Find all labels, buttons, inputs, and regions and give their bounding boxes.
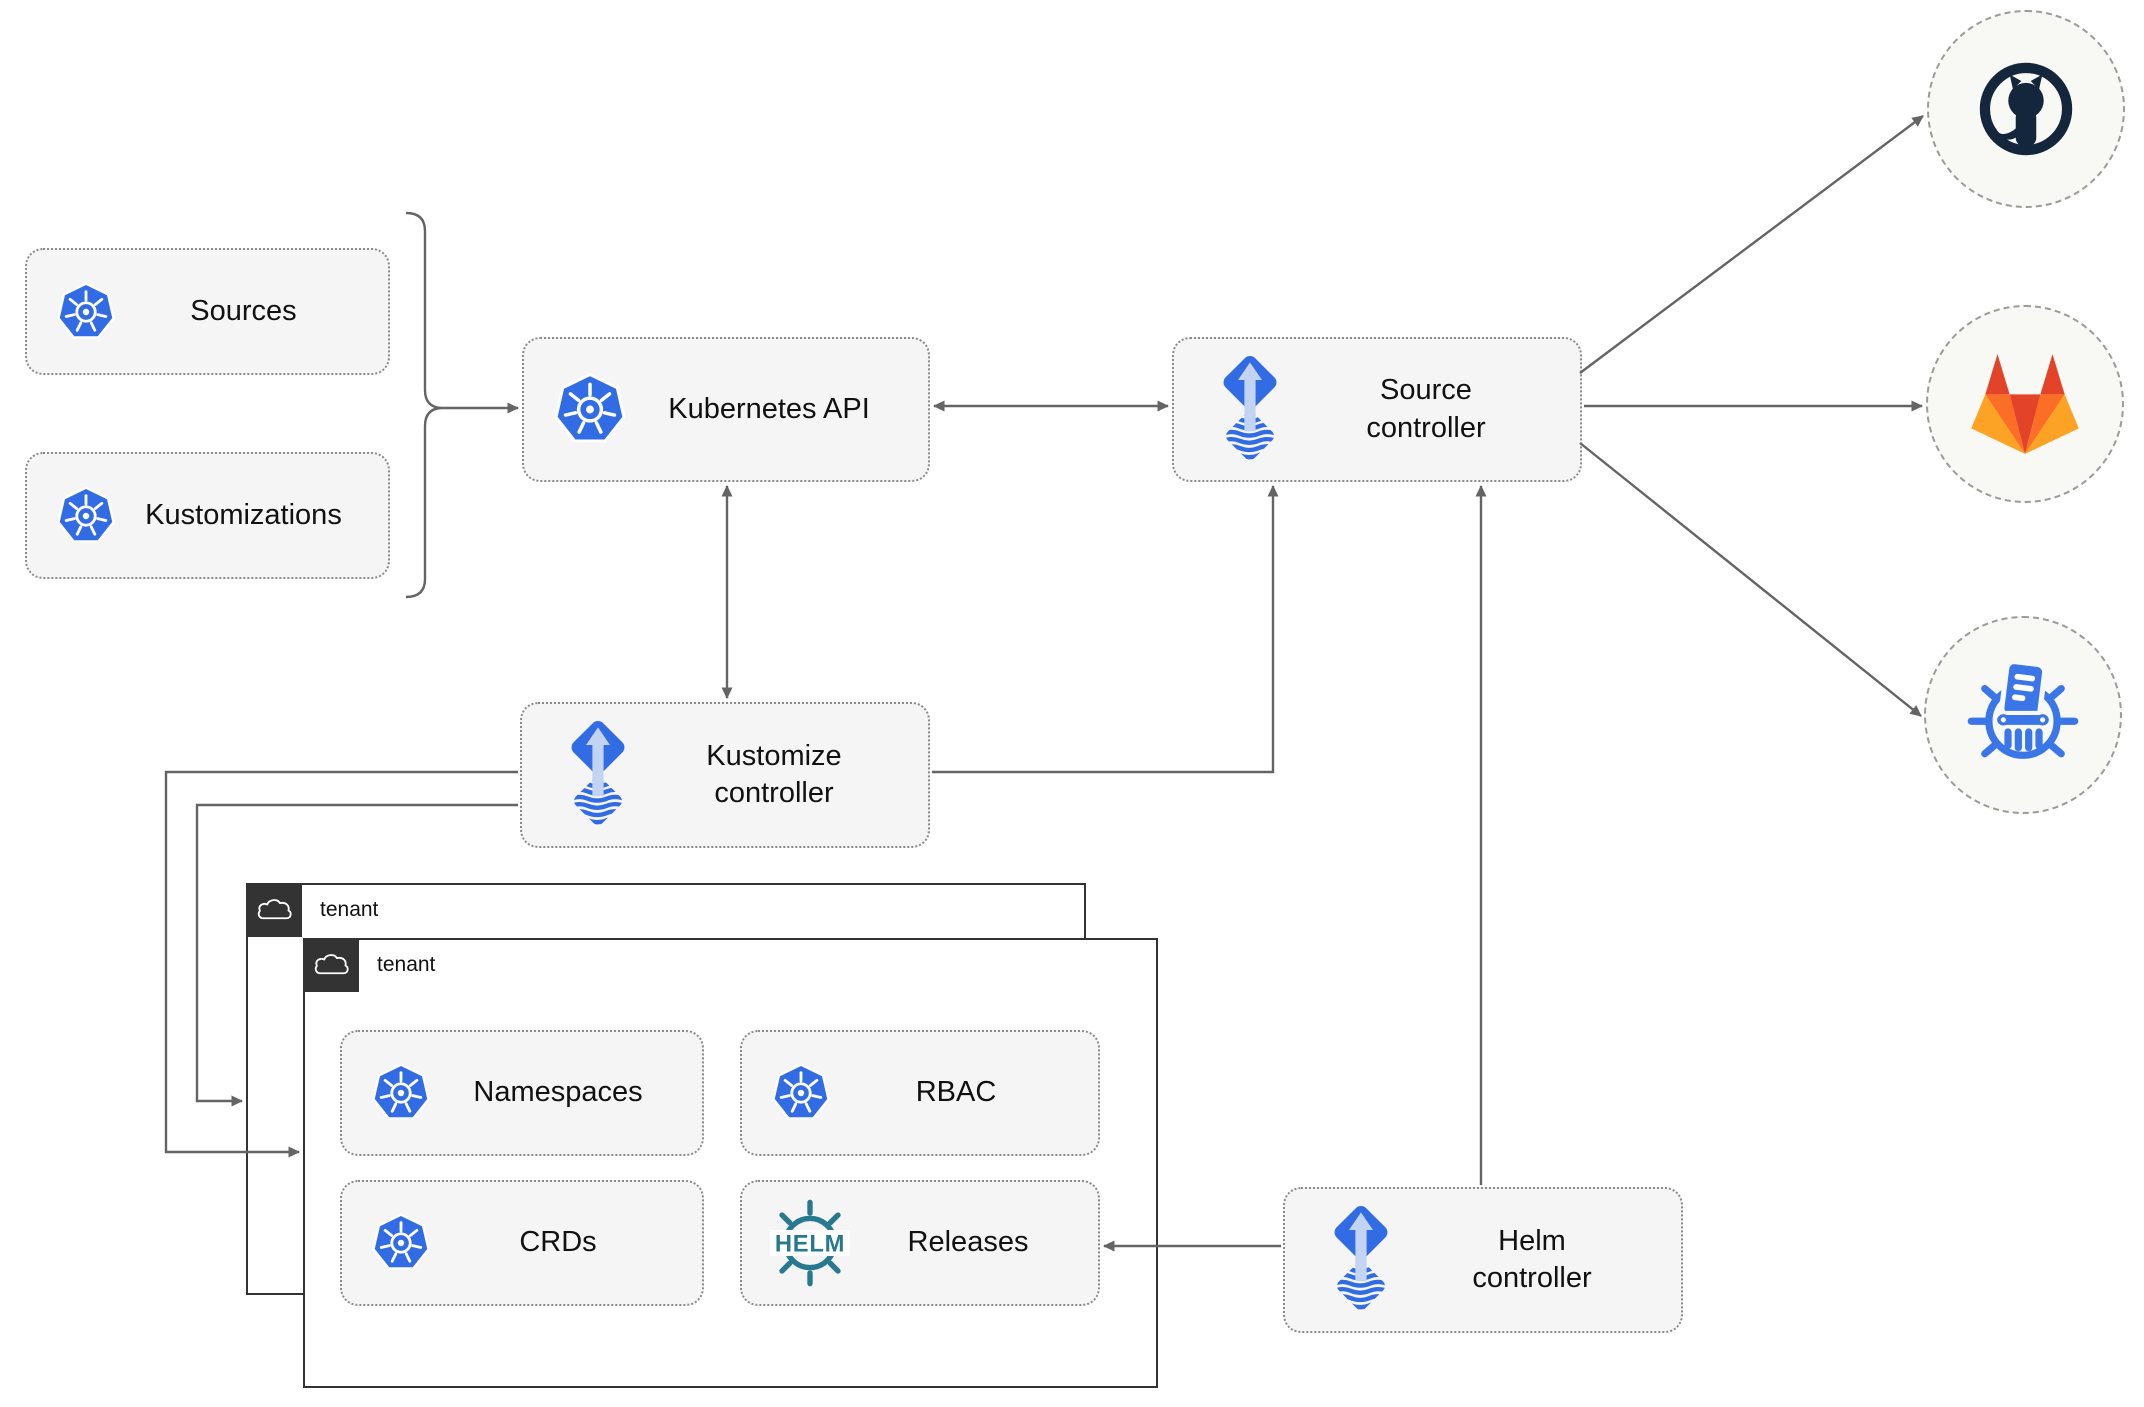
brace-sources-group xyxy=(405,211,442,599)
node-label-namespaces: Namespaces xyxy=(473,1076,643,1109)
chartmuseum-wheel-icon xyxy=(1961,653,2085,777)
external-chartmuseum xyxy=(1924,616,2122,814)
node-label-releases: Releases xyxy=(907,1226,1029,1259)
kubernetes-icon xyxy=(55,280,117,344)
kubernetes-icon xyxy=(770,1061,832,1125)
node-source-controller: Source controller xyxy=(1172,337,1582,482)
node-kustomize-controller: Kustomize controller xyxy=(520,702,930,848)
cloud-icon xyxy=(312,950,350,981)
node-label-kubernetes-api: Kubernetes API xyxy=(668,392,870,425)
node-label-rbac: RBAC xyxy=(915,1076,997,1109)
connector-kustomize-to-source xyxy=(932,485,1279,774)
node-label-kustomize-controller: Kustomize controller xyxy=(706,739,842,809)
node-namespaces: Namespaces xyxy=(340,1030,704,1156)
node-kustomizations: Kustomizations xyxy=(25,452,390,579)
flux-icon xyxy=(1210,352,1290,468)
cloud-badge xyxy=(246,883,302,937)
kubernetes-icon xyxy=(370,1211,432,1275)
node-sources: Sources xyxy=(25,248,390,375)
helm-wheel-icon xyxy=(764,1197,856,1289)
kubernetes-icon xyxy=(55,484,117,548)
external-gitlab xyxy=(1926,305,2124,503)
kubernetes-icon xyxy=(552,370,628,449)
node-rbac: RBAC xyxy=(740,1030,1100,1156)
node-crds: CRDs xyxy=(340,1180,704,1306)
node-kubernetes-api: Kubernetes API xyxy=(522,337,930,482)
node-label-helm-controller: Helm controller xyxy=(1472,1224,1592,1294)
gitlab-tanuki-icon xyxy=(1961,345,2089,463)
connector-source-to-chartmuseum xyxy=(1579,442,1922,717)
flux-icon xyxy=(1321,1202,1401,1318)
external-github xyxy=(1927,10,2125,208)
node-label-kustomizations: Kustomizations xyxy=(145,498,342,531)
cloud-badge xyxy=(303,938,359,992)
node-label-source-controller: Source controller xyxy=(1366,374,1486,444)
kubernetes-icon xyxy=(370,1061,432,1125)
node-releases: Releases xyxy=(740,1180,1100,1306)
node-label-crds: CRDs xyxy=(519,1226,597,1259)
flux-icon xyxy=(558,717,638,833)
connector-source-to-github xyxy=(1579,115,1924,374)
github-octocat-icon xyxy=(1970,53,2082,165)
node-label-sources: Sources xyxy=(190,294,297,327)
tenant-box-front: tenant xyxy=(303,938,1158,1388)
node-helm-controller: Helm controller xyxy=(1283,1187,1683,1333)
tenant-label: tenant xyxy=(377,953,436,976)
cloud-icon xyxy=(255,895,293,926)
tenant-label: tenant xyxy=(320,898,379,921)
